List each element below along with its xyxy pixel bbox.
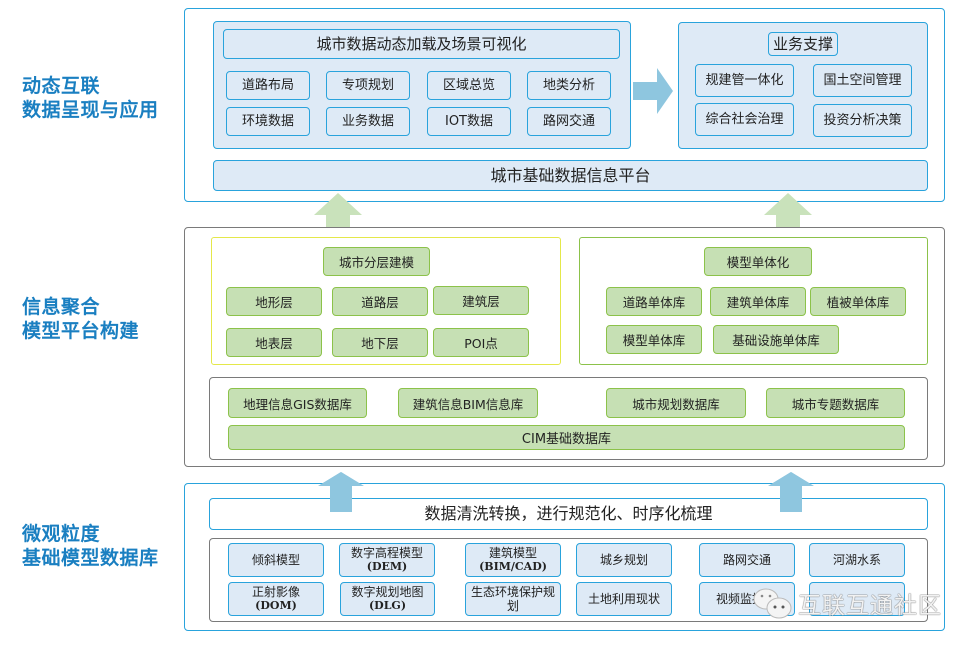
viz-item[interactable]: 地类分析 <box>527 71 611 100</box>
source-item[interactable]: 倾斜模型 <box>228 543 324 577</box>
cim-base-database[interactable]: CIM基础数据库 <box>228 425 905 450</box>
item-title: 数字规划地图 <box>351 585 424 599</box>
layer-label-model-platform: 信息聚合 模型平台构建 <box>22 295 139 343</box>
viz-item[interactable]: 环境数据 <box>226 107 310 136</box>
source-item[interactable]: 正射影像(DOM) <box>228 582 324 616</box>
layer-label-application: 动态互联 数据呈现与应用 <box>22 74 159 122</box>
item-subtitle: (BIM/CAD) <box>479 560 547 573</box>
item-title: 生态环境保护规 <box>470 585 555 599</box>
source-item[interactable]: 河湖水系 <box>809 543 905 577</box>
viz-item[interactable]: 路网交通 <box>527 107 611 136</box>
watermark-text: 互联互通社区 <box>798 593 942 619</box>
item-subtitle: 划 <box>506 599 519 613</box>
source-item[interactable]: 路网交通 <box>699 543 795 577</box>
database-item[interactable]: 城市专题数据库 <box>766 388 905 418</box>
item-title: 视频监控 <box>716 592 765 606</box>
item-title: 河湖水系 <box>832 553 881 567</box>
viz-item[interactable]: 业务数据 <box>326 107 410 136</box>
data-cleaning-bar: 数据清洗转换，进行规范化、时序化梳理 <box>209 498 928 530</box>
label-line: 模型平台构建 <box>22 320 140 342</box>
viz-item[interactable]: 专项规划 <box>326 71 410 100</box>
item-title: 土地利用现状 <box>587 592 660 606</box>
wechat-icon <box>752 587 792 619</box>
source-item[interactable]: 建筑模型(BIM/CAD) <box>465 543 561 577</box>
layer-item[interactable]: 建筑层 <box>433 286 529 315</box>
source-item[interactable]: 城乡规划 <box>576 543 672 577</box>
item-title: 倾斜模型 <box>251 553 300 567</box>
business-support-title: 业务支撑 <box>768 32 838 56</box>
source-item[interactable]: 数字规划地图(DLG) <box>340 582 435 616</box>
label-line: 基础模型数据库 <box>22 547 159 569</box>
unit-library-item[interactable]: 模型单体库 <box>606 325 702 354</box>
watermark: 互联互通社区 <box>752 586 942 620</box>
label-line: 微观粒度 <box>22 523 101 545</box>
item-title: 城乡规划 <box>599 553 648 567</box>
layer-item[interactable]: 地形层 <box>226 287 322 316</box>
database-item[interactable]: 地理信息GIS数据库 <box>228 388 367 418</box>
database-item[interactable]: 建筑信息BIM信息库 <box>398 388 538 418</box>
label-line: 动态互联 <box>22 75 101 97</box>
business-item[interactable]: 国土空间管理 <box>813 64 912 97</box>
viz-item[interactable]: 区域总览 <box>427 71 511 100</box>
database-item[interactable]: 城市规划数据库 <box>606 388 746 418</box>
layer-item[interactable]: 地表层 <box>226 328 322 357</box>
item-subtitle: (DLG) <box>368 599 407 612</box>
layer-item[interactable]: 地下层 <box>332 328 428 357</box>
arrow-right-icon <box>633 68 673 114</box>
item-title: 建筑模型 <box>488 546 537 560</box>
arrow-up-icon <box>318 472 364 512</box>
layer-label-base-database: 微观粒度 基础模型数据库 <box>22 522 159 570</box>
label-line: 信息聚合 <box>22 296 101 318</box>
item-subtitle: (DEM) <box>366 560 408 573</box>
business-item[interactable]: 综合社会治理 <box>695 103 794 136</box>
unit-library-item[interactable]: 基础设施单体库 <box>713 325 839 354</box>
source-item[interactable]: 数字高程模型(DEM) <box>339 543 435 577</box>
model-individualization-title: 模型单体化 <box>704 247 812 276</box>
label-line: 数据呈现与应用 <box>22 99 159 121</box>
item-subtitle: (DOM) <box>255 599 297 612</box>
source-item[interactable] <box>809 582 905 616</box>
city-data-platform-bar: 城市基础数据信息平台 <box>213 160 928 191</box>
viz-item[interactable]: 道路布局 <box>226 71 310 100</box>
business-item[interactable]: 投资分析决策 <box>813 104 912 137</box>
layer-item[interactable]: POI点 <box>433 328 529 357</box>
layer-item[interactable]: 道路层 <box>332 287 428 316</box>
visualization-title: 城市数据动态加载及场景可视化 <box>223 29 620 59</box>
unit-library-item[interactable]: 植被单体库 <box>810 287 906 316</box>
arrow-up-icon <box>764 193 812 231</box>
item-title: 正射影像 <box>251 585 300 599</box>
item-title: 路网交通 <box>722 553 771 567</box>
source-data-panel <box>209 538 928 622</box>
viz-item[interactable]: IOT数据 <box>427 107 511 136</box>
layered-modeling-title: 城市分层建模 <box>323 247 430 276</box>
source-item[interactable]: 土地利用现状 <box>576 582 672 616</box>
source-item[interactable]: 生态环境保护规划 <box>465 582 561 616</box>
arrow-up-icon <box>768 472 814 512</box>
arrow-up-icon <box>314 193 362 231</box>
unit-library-item[interactable]: 道路单体库 <box>606 287 702 316</box>
unit-library-item[interactable]: 建筑单体库 <box>710 287 806 316</box>
business-item[interactable]: 规建管一体化 <box>695 64 794 97</box>
item-title: 数字高程模型 <box>350 546 423 560</box>
